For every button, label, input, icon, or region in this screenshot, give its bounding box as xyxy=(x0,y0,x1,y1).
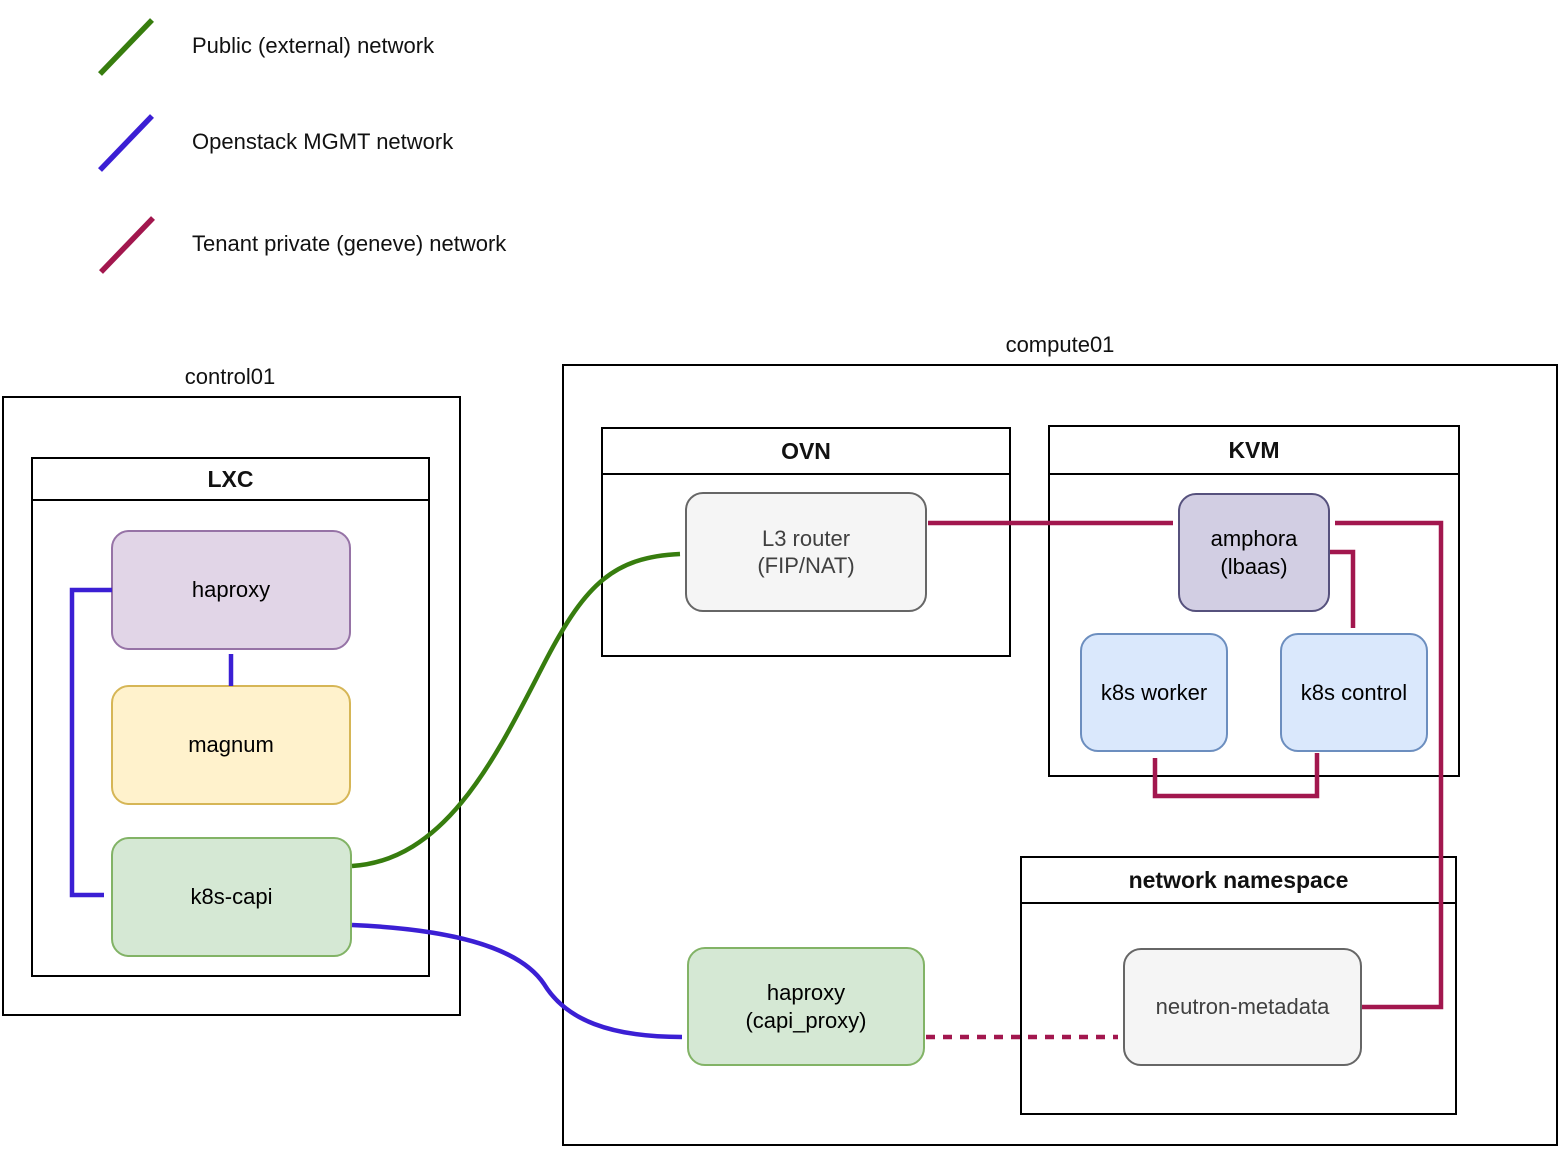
node-magnum: magnum xyxy=(111,685,351,805)
node-l3-router: L3 router (FIP/NAT) xyxy=(685,492,927,612)
control01-title: control01 xyxy=(184,364,276,389)
legend-label-public: Public (external) network xyxy=(192,33,435,58)
node-k8s-capi-label: k8s-capi xyxy=(190,884,273,910)
node-k8s-control-label: k8s control xyxy=(1300,679,1408,705)
node-l3-router-label-line2: (FIP/NAT) xyxy=(757,553,855,578)
compute01-title: compute01 xyxy=(1005,332,1115,357)
legend-arrow-mgmt-icon xyxy=(98,114,154,172)
node-amphora-label-line1: amphora xyxy=(1210,526,1298,551)
node-neutron-metadata: neutron-metadata xyxy=(1123,948,1362,1066)
legend-arrow-tenant-icon xyxy=(99,216,155,274)
node-k8s-capi: k8s-capi xyxy=(111,837,352,957)
ovn-title: OVN xyxy=(603,429,1009,475)
node-haproxy-label: haproxy xyxy=(191,577,271,603)
node-haproxy-capi-label-line1: haproxy xyxy=(766,980,846,1005)
node-amphora: amphora (lbaas) xyxy=(1178,493,1330,612)
node-k8s-worker: k8s worker xyxy=(1080,633,1228,752)
node-magnum-label: magnum xyxy=(188,732,274,758)
legend-label-mgmt: Openstack MGMT network xyxy=(192,129,454,154)
kvm-title: KVM xyxy=(1050,427,1458,475)
network-namespace-title: network namespace xyxy=(1022,858,1455,904)
node-haproxy-capi-label-line2: (capi_proxy) xyxy=(745,1007,867,1033)
node-amphora-label-line2: (lbaas) xyxy=(1220,553,1288,579)
node-haproxy: haproxy xyxy=(111,530,351,650)
legend-label-tenant: Tenant private (geneve) network xyxy=(192,231,507,256)
lxc-title: LXC xyxy=(33,459,428,501)
node-neutron-metadata-label: neutron-metadata xyxy=(1155,994,1330,1020)
node-k8s-control: k8s control xyxy=(1280,633,1428,752)
node-k8s-worker-label: k8s worker xyxy=(1100,679,1208,705)
node-haproxy-capi-proxy: haproxy (capi_proxy) xyxy=(687,947,925,1066)
node-l3-router-label-line1: L3 router xyxy=(761,525,851,551)
legend-arrow-public-icon xyxy=(98,18,154,76)
